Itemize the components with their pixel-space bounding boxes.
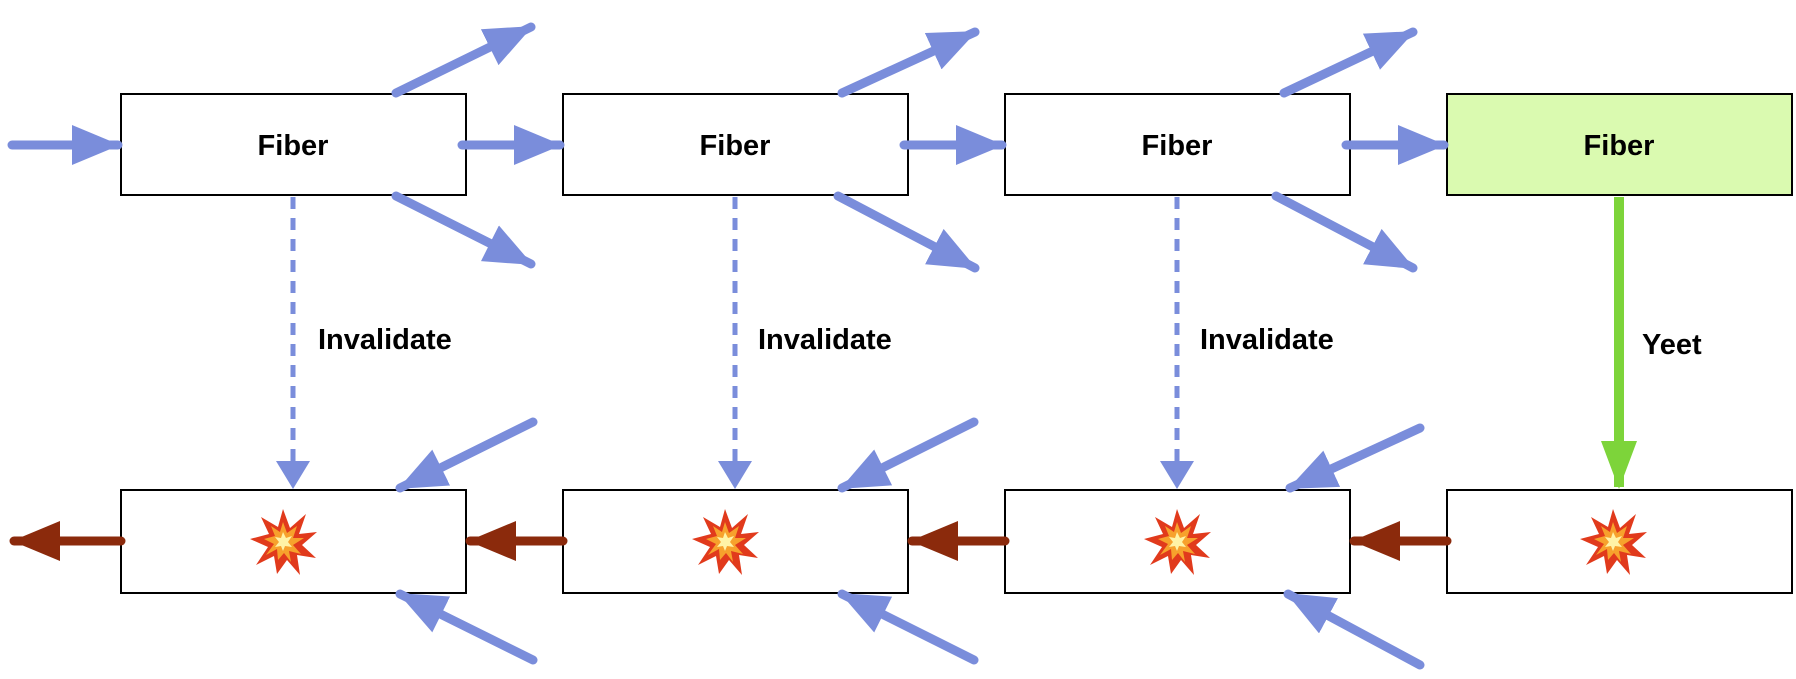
fiber-label: Fiber [700,130,771,162]
fiber-box-4-highlighted: Fiber [1446,93,1793,196]
fiber-label: Fiber [1584,130,1655,162]
yeet-label: Yeet [1642,329,1702,361]
collision-icon [1580,509,1647,575]
incoming-upper-arrow-1 [395,417,538,493]
fiber-box-1: Fiber [120,93,467,196]
collision-box-2 [562,489,909,594]
invalidate-label: Invalidate [758,324,892,356]
fiber-label: Fiber [1142,130,1213,162]
collision-icon [1144,509,1211,575]
collision-box-3 [1004,489,1351,594]
invalidate-label: Invalidate [1200,324,1334,356]
collision-box-1 [120,489,467,594]
incoming-lower-arrow-1 [395,589,538,665]
collision-box-4 [1446,489,1793,594]
fiber-label: Fiber [258,130,329,162]
incoming-lower-arrow-2 [837,589,979,665]
incoming-upper-arrow-2 [837,417,979,493]
fiber-box-2: Fiber [562,93,909,196]
branch-down-arrow-2 [833,191,980,273]
incoming-lower-arrow-3 [1283,589,1425,670]
collision-icon [250,509,317,575]
incoming-upper-arrow-3 [1285,423,1425,493]
branch-up-arrow-1 [391,22,536,98]
fiber-box-3: Fiber [1004,93,1351,196]
branch-down-arrow-1 [391,191,536,269]
collision-icon [692,509,759,575]
branch-up-arrow-3 [1279,27,1418,98]
branch-up-arrow-2 [837,27,980,98]
invalidate-label: Invalidate [318,324,452,356]
branch-down-arrow-3 [1271,191,1418,273]
